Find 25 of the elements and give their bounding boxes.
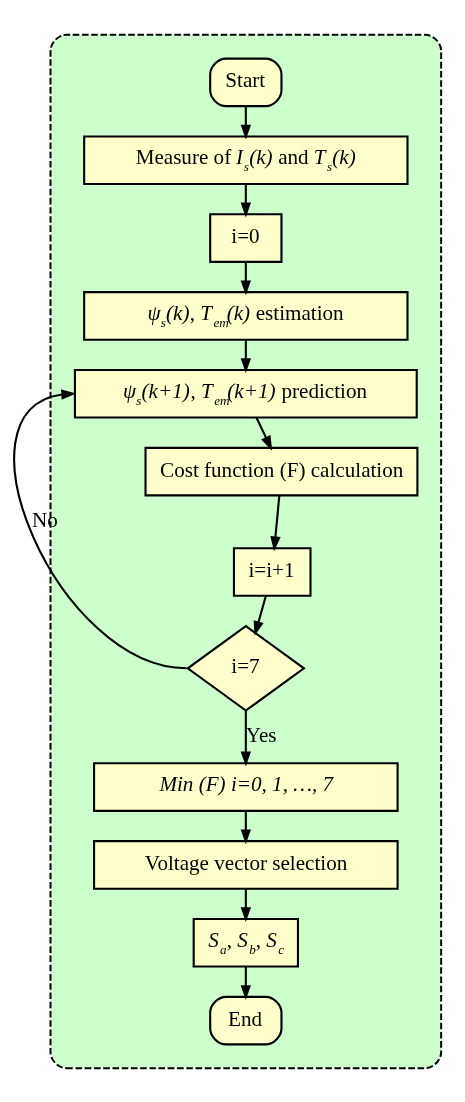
arrow (13, 388, 187, 669)
node-box: i=i+1 (232, 546, 312, 597)
node-diamond: i=7 (185, 624, 306, 712)
arrow (240, 710, 251, 766)
node-box: Cost function (F) calculation (144, 446, 419, 496)
node-box: Voltage vector selection (93, 839, 399, 890)
arrow (240, 261, 251, 295)
node-box: End (209, 995, 283, 1045)
node-box: i=0 (209, 212, 283, 263)
arrow (240, 810, 251, 844)
arrow (253, 595, 267, 636)
arrow (240, 183, 251, 217)
node-box: Start (209, 57, 283, 107)
arrow (240, 888, 251, 922)
arrow (240, 966, 251, 1000)
arrow (255, 416, 273, 451)
arrow (240, 105, 251, 140)
edge-label: No (32, 507, 58, 532)
node-box: S$_{a}$, S$_{b}$, S$_{c}$ (192, 917, 299, 968)
node-box: Min (F) i=0, 1, …, 7 (93, 761, 399, 812)
arrow (240, 339, 251, 373)
node-box: ψ$_{s}$(k+1), T$_{em}$(k+1) prediction (73, 368, 418, 419)
node-box: Measure of I$_{s}$(k) and T$_{s}$(k) (83, 134, 409, 185)
arrow (270, 495, 281, 551)
node-box: ψ$_{s}$(k), T$_{em}$(k) estimation (83, 290, 409, 341)
